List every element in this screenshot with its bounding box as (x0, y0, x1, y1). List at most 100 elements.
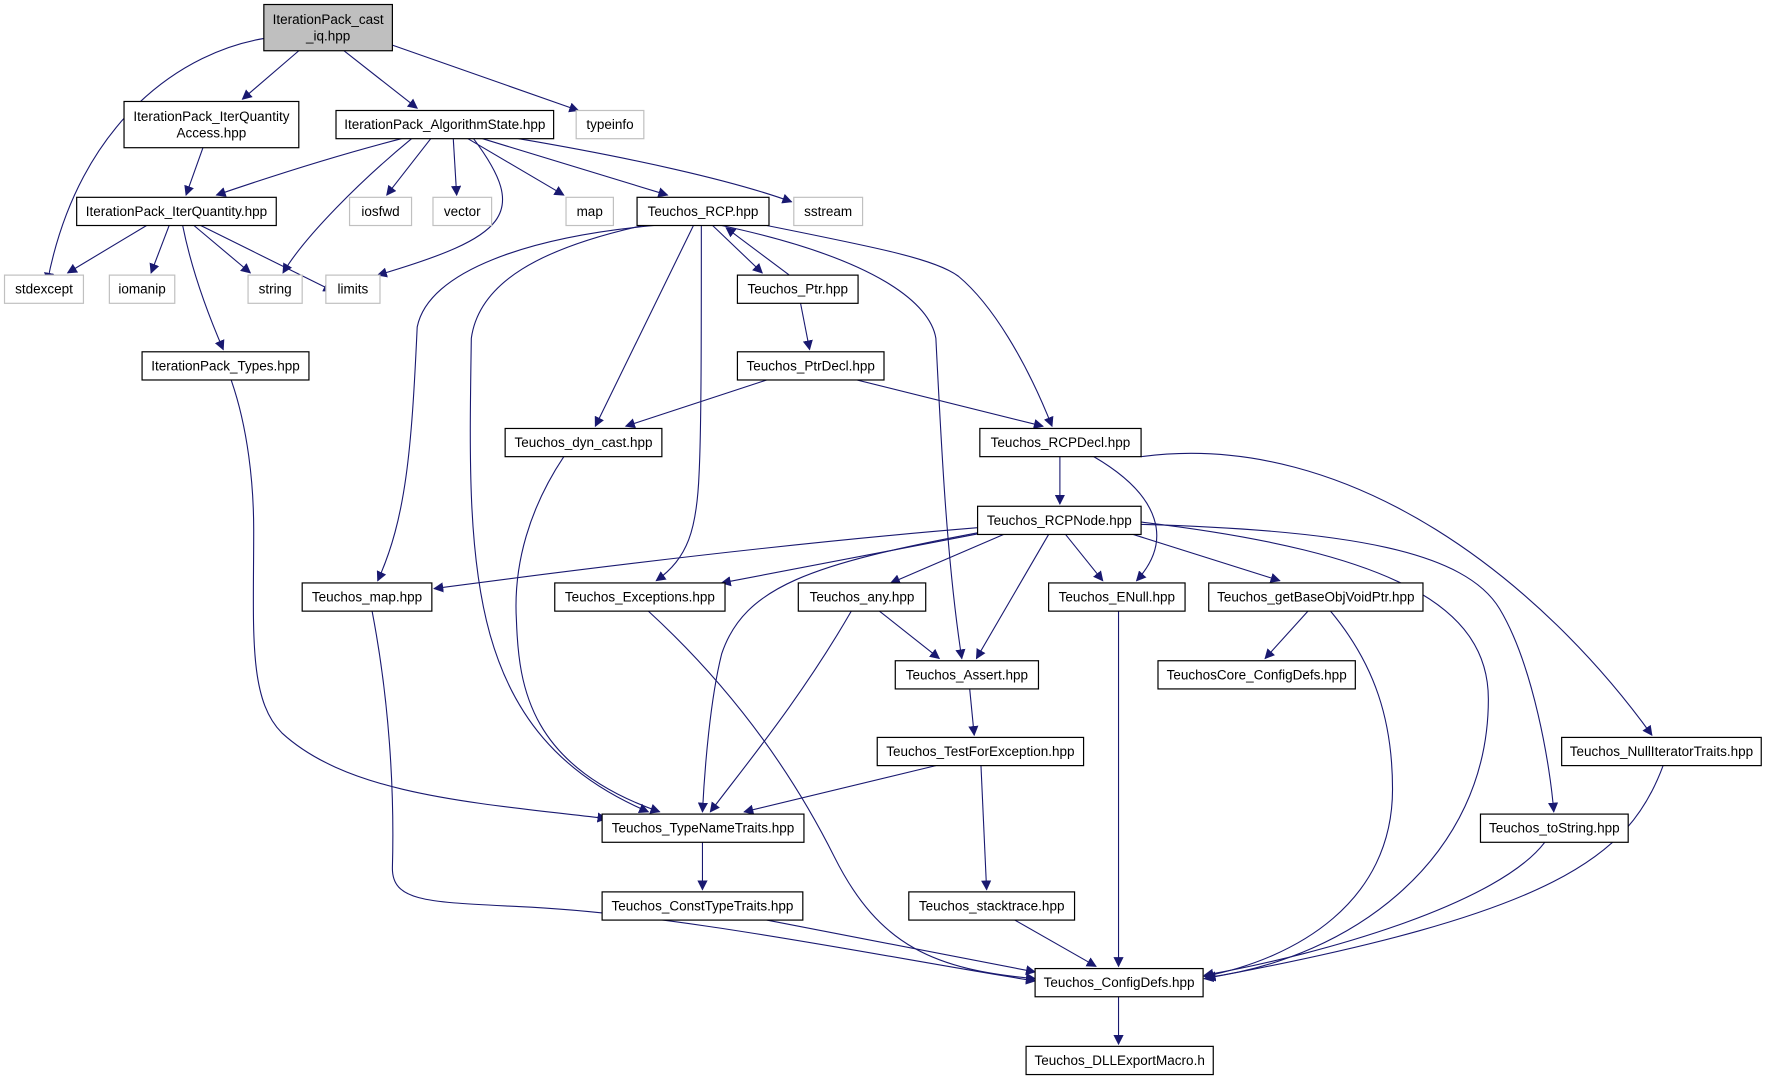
node-box (1034, 967, 1204, 998)
node-label: Teuchos_ConstTypeTraits.hpp (612, 898, 794, 913)
node-dllexport[interactable]: Teuchos_DLLExportMacro.h (1025, 1045, 1214, 1076)
edge-tmap-to-configdefs (372, 611, 1037, 985)
node-label: IterationPack_IterQuantity (133, 109, 289, 124)
node-label: Teuchos_RCPDecl.hpp (991, 435, 1131, 450)
node-iosfwd[interactable]: iosfwd (348, 196, 413, 227)
node-typename[interactable]: Teuchos_TypeNameTraits.hpp (601, 813, 805, 843)
node-dyncast[interactable]: Teuchos_dyn_cast.hpp (504, 427, 663, 458)
node-ptrdecl[interactable]: Teuchos_PtrDecl.hpp (736, 351, 885, 381)
node-rcp[interactable]: Teuchos_RCP.hpp (636, 196, 770, 227)
node-algstate[interactable]: IterationPack_AlgorithmState.hpp (335, 109, 555, 140)
edge-rcpnode-to-configdefs (1141, 522, 1488, 982)
node-label: typeinfo (586, 117, 633, 132)
edge-algstate-to-limits (376, 139, 503, 278)
node-box (1561, 736, 1762, 767)
node-stdexcept[interactable]: stdexcept (3, 274, 85, 304)
node-rcpnode[interactable]: Teuchos_RCPNode.hpp (976, 505, 1142, 536)
node-box (432, 196, 493, 227)
node-enull[interactable]: Teuchos_ENull.hpp (1048, 582, 1186, 612)
node-box (141, 351, 310, 381)
edge-rcpnode-to-enull (1066, 534, 1104, 582)
node-label: Access.hpp (177, 125, 247, 140)
node-any[interactable]: Teuchos_any.hpp (797, 582, 927, 612)
node-box (263, 3, 393, 52)
node-string[interactable]: string (247, 274, 303, 304)
node-box (1025, 1045, 1214, 1076)
node-label: Teuchos_getBaseObjVoidPtr.hpp (1217, 590, 1414, 605)
node-getbase[interactable]: Teuchos_getBaseObjVoidPtr.hpp (1208, 582, 1424, 612)
node-iterquantity[interactable]: IterationPack_IterQuantity.hpp (76, 196, 277, 227)
node-testforexc[interactable]: Teuchos_TestForException.hpp (876, 736, 1085, 767)
node-label: Teuchos_ConfigDefs.hpp (1044, 975, 1195, 990)
node-sstream[interactable]: sstream (793, 196, 864, 227)
edge-stacktrace-to-configdefs (1015, 920, 1097, 966)
node-label: Teuchos_dyn_cast.hpp (514, 435, 652, 450)
edge-rcp-to-typename (470, 226, 650, 813)
edge-rcpnode-to-tostring (1139, 524, 1559, 813)
edge-algstate-to-rcp (483, 139, 669, 198)
node-map[interactable]: map (565, 196, 614, 227)
node-label: Teuchos_DLLExportMacro.h (1034, 1053, 1204, 1068)
edges (44, 38, 1663, 1046)
node-typeinfo[interactable]: typeinfo (575, 109, 645, 140)
node-rcpdecl[interactable]: Teuchos_RCPDecl.hpp (979, 427, 1142, 458)
node-configdefs[interactable]: Teuchos_ConfigDefs.hpp (1034, 967, 1204, 998)
edge-rcp-to-tmap (376, 226, 654, 582)
node-box (123, 100, 300, 149)
node-consttype[interactable]: Teuchos_ConstTypeTraits.hpp (601, 891, 804, 921)
node-iomanip[interactable]: iomanip (108, 274, 176, 304)
node-label: Teuchos_map.hpp (312, 590, 422, 605)
node-label: string (259, 282, 292, 297)
edge-root-to-iqaccess (241, 51, 298, 100)
node-label: stdexcept (15, 282, 73, 297)
node-box (247, 274, 303, 304)
node-label: Teuchos_stacktrace.hpp (919, 898, 1065, 913)
edge-rcp-to-rcpdecl (767, 226, 1054, 428)
edge-ptrdecl-to-rcpdecl (857, 380, 1044, 429)
node-box (1157, 660, 1356, 690)
edge-rcpnode-to-typename (697, 532, 981, 813)
edge-ptrdecl-to-dyncast (624, 380, 767, 429)
node-stacktrace[interactable]: Teuchos_stacktrace.hpp (908, 891, 1076, 921)
node-label: Teuchos_PtrDecl.hpp (747, 358, 875, 373)
node-limits[interactable]: limits (325, 274, 381, 304)
edge-iterquantity-to-iomanip (149, 226, 169, 274)
edge-algstate-to-string (283, 139, 412, 274)
node-tostring[interactable]: Teuchos_toString.hpp (1479, 813, 1629, 843)
node-box (876, 736, 1085, 767)
node-label: Teuchos_TestForException.hpp (886, 744, 1074, 759)
node-vector[interactable]: vector (432, 196, 493, 227)
edge-testforexc-to-stacktrace (981, 766, 992, 891)
edge-rcpdecl-to-nulliter (1141, 453, 1653, 736)
edge-getbase-to-configdefs (1203, 611, 1392, 980)
edge-rcp-to-assert (722, 226, 966, 660)
node-box (335, 109, 555, 140)
node-nulliter[interactable]: Teuchos_NullIteratorTraits.hpp (1561, 736, 1762, 767)
node-label: IterationPack_cast (273, 12, 384, 27)
edge-iterquantity-to-types (183, 226, 225, 351)
edge-algstate-to-iterquantity (215, 139, 401, 197)
edge-rcpnode-to-any (889, 534, 1004, 584)
node-box (108, 274, 176, 304)
edge-rcp-to-dyncast (595, 226, 693, 428)
node-box (736, 274, 859, 304)
nodes: IterationPack_cast_iq.hppIterationPack_I… (3, 3, 1762, 1076)
node-root[interactable]: IterationPack_cast_iq.hpp (263, 3, 393, 52)
node-tmap[interactable]: Teuchos_map.hpp (301, 582, 433, 612)
edge-exceptions-to-configdefs (648, 611, 1037, 983)
node-label: Teuchos_NullIteratorTraits.hpp (1570, 744, 1753, 759)
edge-consttype-to-configdefs (767, 920, 1037, 976)
node-coreconfig[interactable]: TeuchosCore_ConfigDefs.hpp (1157, 660, 1356, 690)
edge-any-to-assert (879, 611, 941, 660)
node-assert[interactable]: Teuchos_Assert.hpp (894, 660, 1040, 690)
node-types[interactable]: IterationPack_Types.hpp (141, 351, 310, 381)
edge-iterquantity-to-stdexcept (66, 226, 147, 273)
node-label: Teuchos_Exceptions.hpp (565, 590, 715, 605)
node-box (979, 427, 1142, 458)
node-ptr[interactable]: Teuchos_Ptr.hpp (736, 274, 859, 304)
node-exceptions[interactable]: Teuchos_Exceptions.hpp (554, 582, 726, 612)
node-box (797, 582, 927, 612)
node-box (565, 196, 614, 227)
